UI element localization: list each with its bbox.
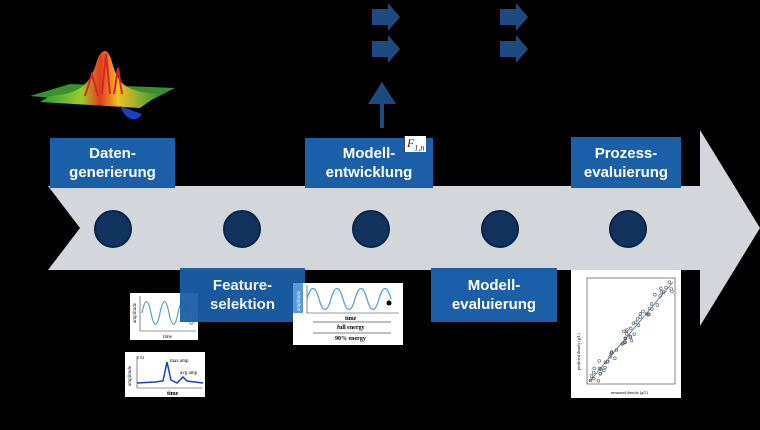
- scatter-plot-thumbnail: predicted density (g/L) measured density…: [571, 270, 681, 398]
- scatter-point: [636, 323, 641, 327]
- scatter-point: [592, 376, 596, 381]
- scatter-point: [622, 340, 626, 345]
- peak-plot-thumbnail: amplitude 0.04 max amp avg amp time: [125, 352, 205, 397]
- scatter-plot-ylabel: predicted density (g/L): [576, 333, 581, 370]
- scatter-point: [655, 303, 660, 307]
- scatter-point: [628, 335, 633, 339]
- scatter-point: [622, 329, 626, 333]
- scatter-point: [647, 312, 651, 316]
- scatter-point: [625, 328, 629, 332]
- surface-plot-graphic: [30, 50, 175, 120]
- scatter-point: [669, 287, 674, 291]
- wave-plot-xlabel: time: [163, 335, 173, 340]
- scatter-point: [603, 365, 607, 370]
- scatter-point: [592, 366, 596, 371]
- scatter-point: [613, 356, 617, 361]
- scatter-point: [659, 286, 663, 290]
- scatter-point: [631, 321, 636, 325]
- right-arrow-icon: [500, 3, 528, 31]
- scatter-point: [606, 359, 610, 364]
- scatter-point: [658, 294, 662, 298]
- timeline-node-2: [223, 210, 261, 248]
- scatter-points: [588, 280, 674, 383]
- scatter-point: [588, 378, 593, 383]
- scatter-point: [589, 374, 594, 378]
- scatter-point: [609, 350, 614, 354]
- scatter-point: [647, 306, 652, 311]
- scatter-point: [638, 315, 642, 319]
- scatter-plot-xlabel: measured density (g/L): [611, 390, 649, 395]
- scatter-point: [624, 332, 629, 336]
- scatter-point: [628, 326, 633, 330]
- scatter-point: [596, 379, 601, 383]
- scatter-point: [650, 307, 654, 311]
- right-arrow-icon: [372, 3, 400, 31]
- scatter-point: [653, 293, 657, 297]
- wave-plot-ylabel: amplitude: [133, 302, 138, 323]
- peak-plot-xlabel: time: [167, 391, 179, 397]
- stage-modellentwicklung: Modell- entwicklung: [305, 138, 433, 188]
- scatter-point: [632, 332, 636, 336]
- peak-plot-ytick: 0.04: [137, 355, 144, 360]
- scatter-point: [608, 354, 612, 359]
- energy-plot-xlabel: time: [345, 316, 357, 322]
- scatter-point: [659, 290, 664, 294]
- timeline-node-4: [481, 210, 519, 248]
- scatter-point: [638, 312, 643, 316]
- scatter-point: [664, 285, 668, 290]
- scatter-point: [661, 290, 666, 294]
- formula-fragment: F1,n: [404, 136, 427, 153]
- scatter-point: [597, 359, 601, 363]
- small-arrows-group: [368, 3, 528, 128]
- scatter-point: [667, 280, 672, 284]
- energy-plot-ylabel: amplitude: [297, 290, 302, 311]
- scatter-point: [645, 311, 649, 316]
- energy-90-label: 90% energy: [335, 336, 366, 342]
- stage-prozessevaluierung: Prozess- evaluierung: [571, 137, 681, 188]
- stage-modellevaluierung: Modell- evaluierung: [431, 268, 557, 322]
- scatter-point: [629, 338, 634, 343]
- scatter-point: [623, 336, 627, 341]
- peak-plot-ylabel: amplitude: [128, 365, 133, 386]
- stage-datengenerierung: Daten- generierung: [50, 138, 175, 188]
- right-arrow-icon: [500, 35, 528, 63]
- right-arrow-icon: [372, 35, 400, 63]
- scatter-point: [614, 348, 619, 352]
- scatter-point: [592, 370, 596, 375]
- scatter-point: [649, 302, 654, 306]
- energy-full-label: full energy: [337, 325, 365, 331]
- up-arrow-icon: [368, 82, 396, 128]
- timeline-node-3: [352, 210, 390, 248]
- stage-featureselektion: Feature- selektion: [180, 268, 305, 322]
- timeline-node-5: [609, 210, 647, 248]
- scatter-point: [598, 372, 602, 376]
- peak-max-label: max amp: [170, 359, 189, 364]
- timeline-node-1: [94, 210, 132, 248]
- scatter-point: [602, 368, 606, 373]
- scatter-point: [635, 317, 640, 321]
- scatter-point: [597, 366, 602, 371]
- peak-avg-label: avg amp: [180, 371, 198, 376]
- scatter-point: [641, 309, 645, 314]
- energy-plot-thumbnail: amplitude time full energy 90% energy: [293, 283, 403, 345]
- scatter-point: [624, 329, 629, 334]
